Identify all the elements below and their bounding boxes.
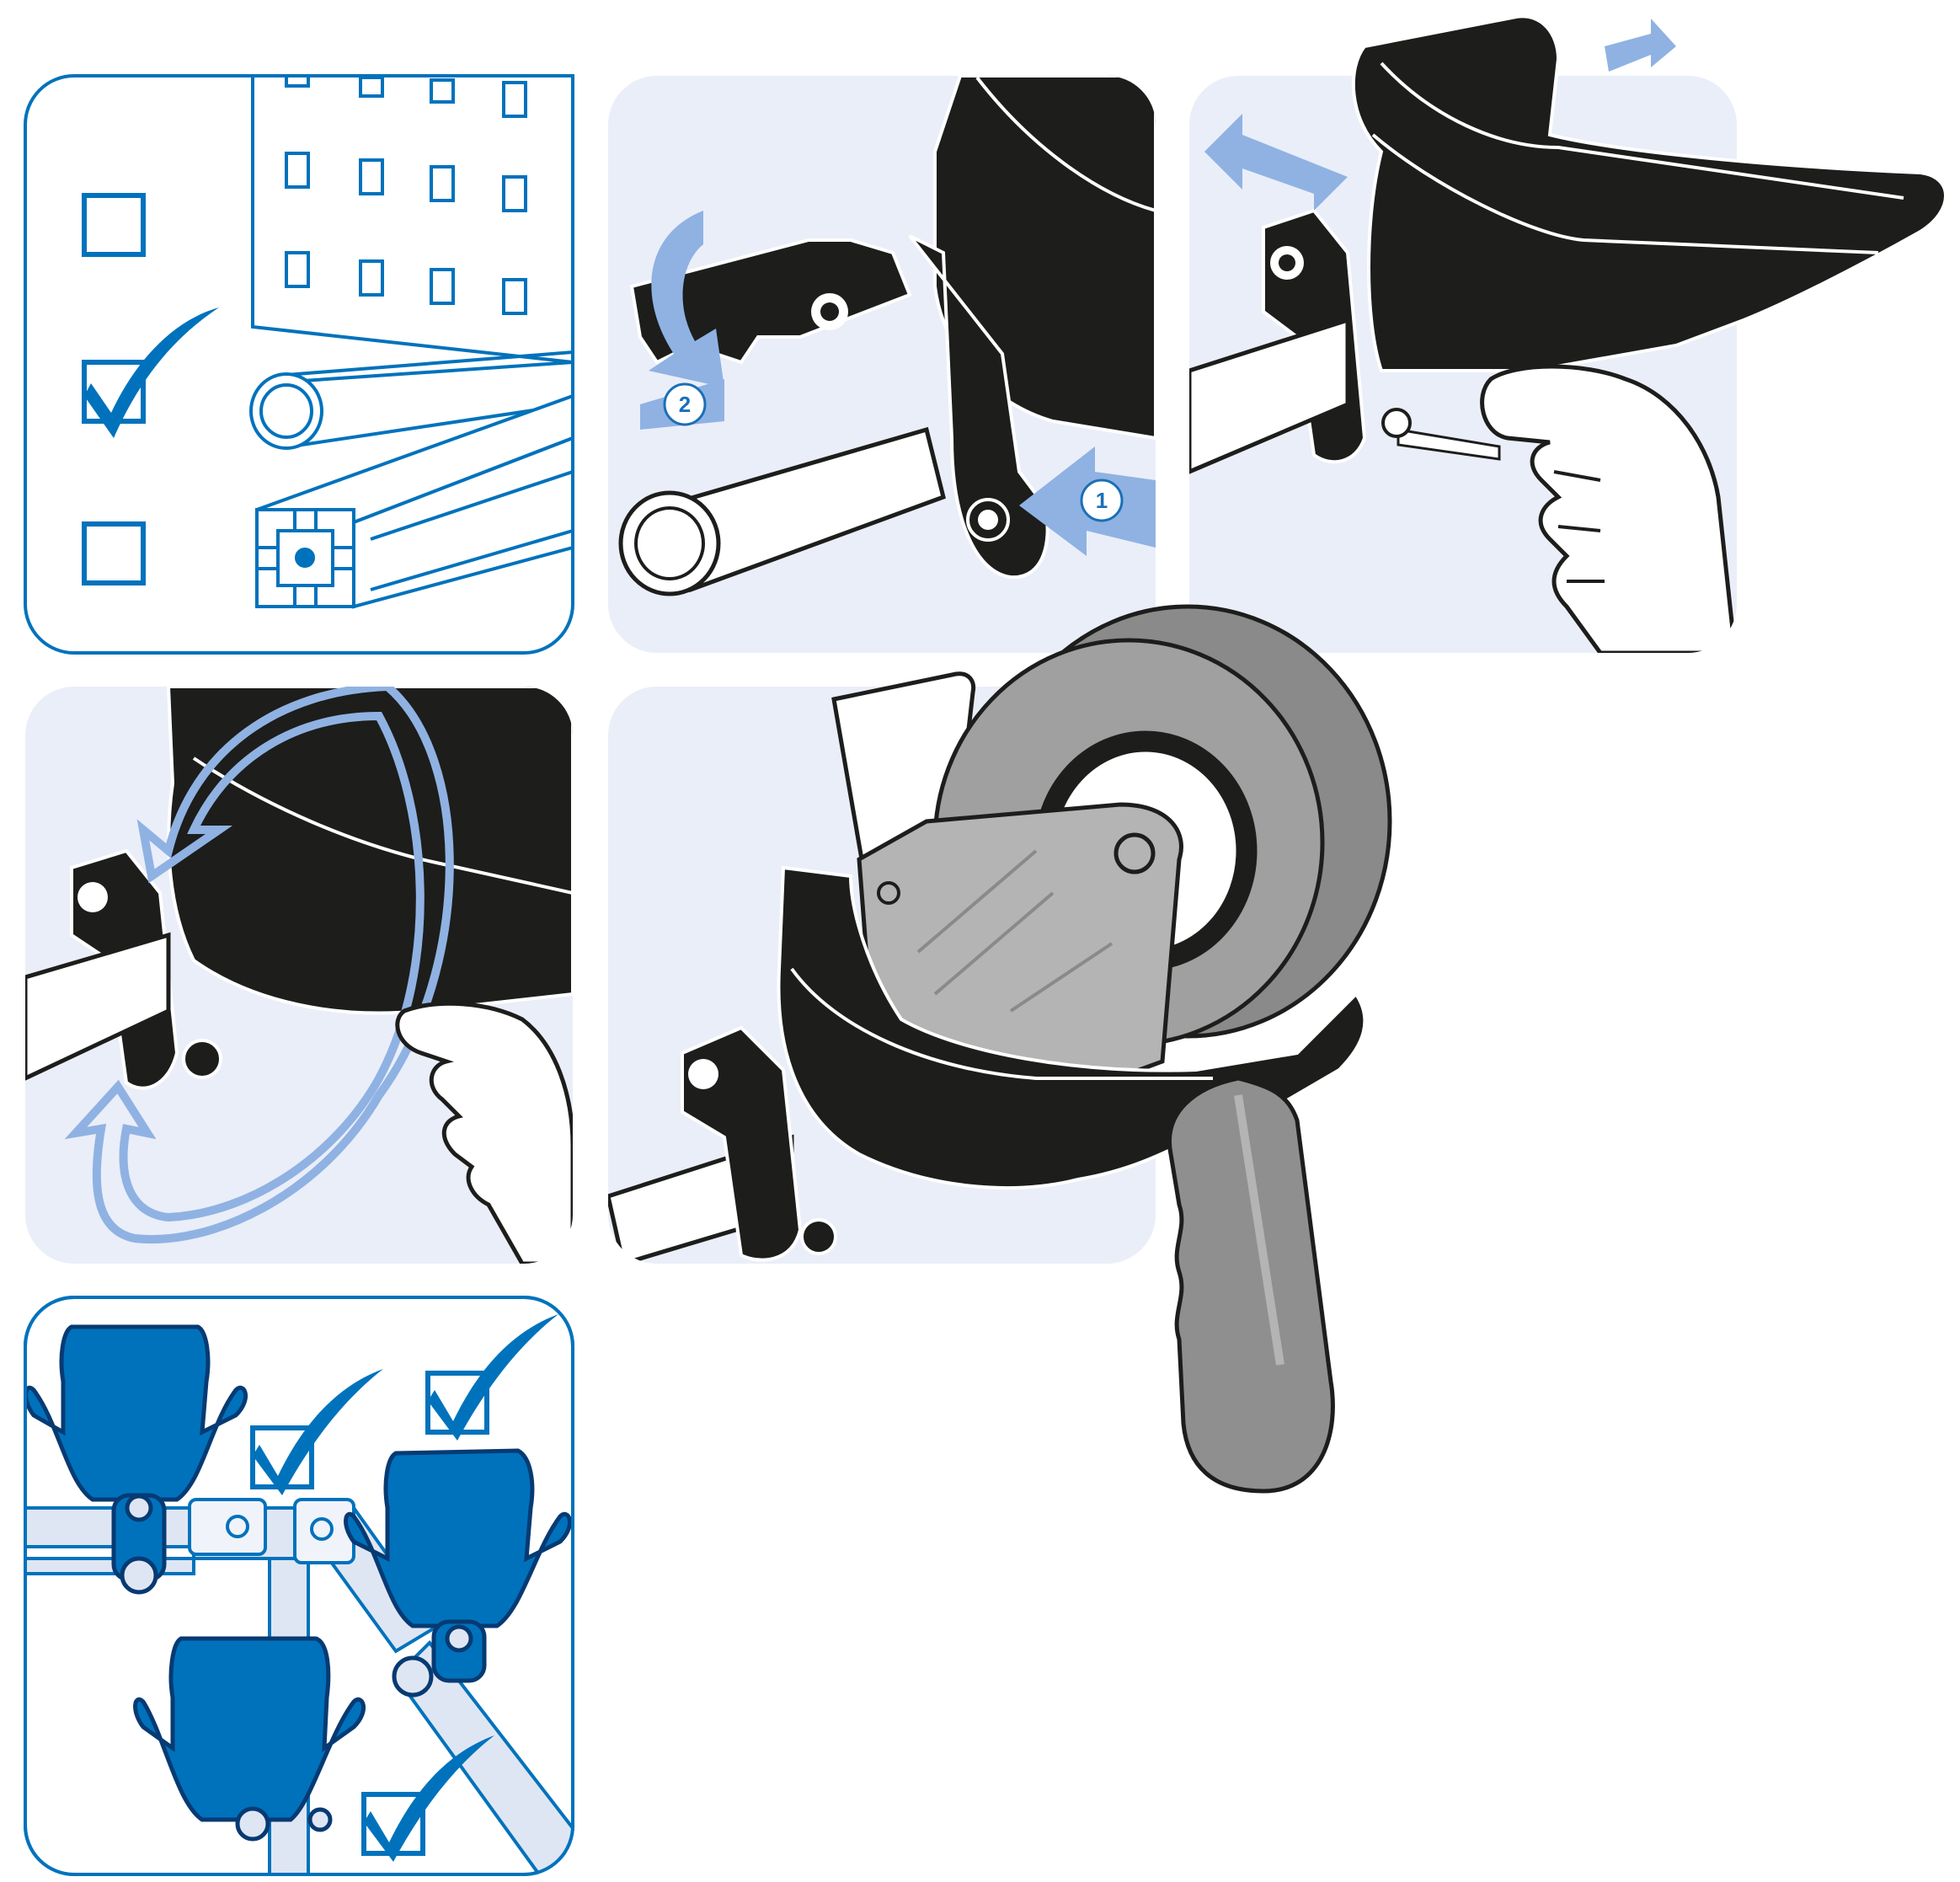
mounting-options-panel <box>24 74 574 655</box>
left-arrow-icon <box>1204 114 1348 211</box>
hand-icon <box>395 1001 573 1264</box>
hand-icon <box>1480 364 1737 653</box>
rotate-holder-panel <box>25 687 573 1264</box>
step-1-badge: 1 <box>1080 479 1124 522</box>
checkbox-profile <box>82 521 146 585</box>
clamp-attach-panel: 2 1 <box>608 76 1156 653</box>
holder-tray <box>1351 14 1947 372</box>
svg-text:1: 1 <box>1096 488 1108 513</box>
hex-key-icon <box>1397 428 1501 461</box>
step-2-badge: 2 <box>663 382 707 426</box>
check-icon <box>428 1314 558 1441</box>
right-arrow-icon <box>1605 19 1676 72</box>
dispenser-in-holder-panel <box>608 604 1392 1494</box>
multiple-holders-panel <box>24 1296 574 1876</box>
tighten-screw-panel <box>1189 14 1947 653</box>
holder-bottom <box>133 1636 366 1842</box>
checkbox-pegboard <box>82 193 146 257</box>
round-tube-icon <box>249 350 574 450</box>
rotate-arrow-icon <box>64 687 454 1243</box>
check-icon <box>364 1735 494 1862</box>
pegboard-icon <box>251 74 574 365</box>
tape-dispenser-icon <box>857 604 1392 1098</box>
dispenser-handle <box>1167 1076 1335 1494</box>
rotate-arrow-icon <box>649 211 724 388</box>
holder-top-left <box>25 1324 248 1595</box>
aluminium-profile-icon <box>255 393 574 609</box>
check-icon <box>84 307 219 438</box>
check-icon <box>253 1369 383 1495</box>
holder-right <box>344 1448 573 1698</box>
svg-text:2: 2 <box>679 392 691 417</box>
